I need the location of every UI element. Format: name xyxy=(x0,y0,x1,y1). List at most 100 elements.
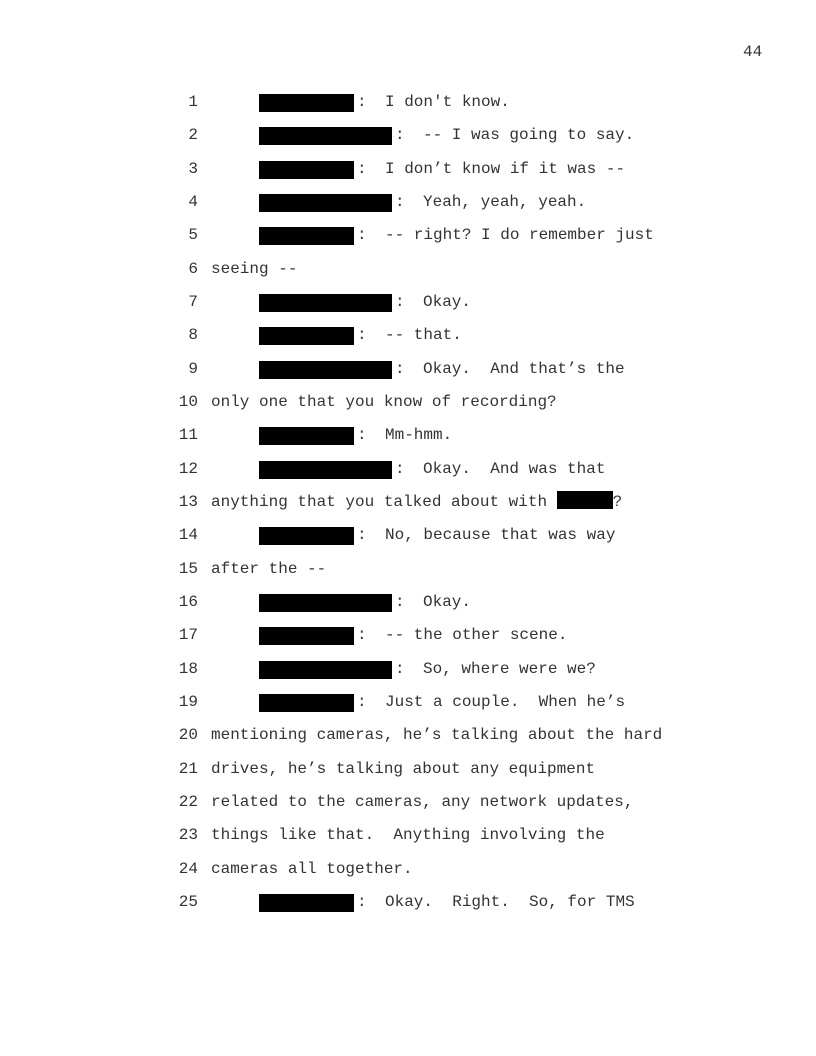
speech-text: Okay. And that’s the xyxy=(423,359,625,378)
line-number: 2 xyxy=(188,126,198,145)
speech-text: after the -- xyxy=(211,553,326,586)
line-number: 3 xyxy=(188,159,198,178)
line-number: 9 xyxy=(188,359,198,378)
speaker-colon: : xyxy=(357,326,367,345)
transcript-line: 6 seeing -- xyxy=(0,253,816,286)
line-number: 24 xyxy=(178,859,198,878)
transcript-line: 19: Just a couple. When he’s xyxy=(0,686,816,719)
line-number: 21 xyxy=(178,759,198,778)
speech-text-content: mentioning cameras, he’s talking about t… xyxy=(211,726,663,745)
redacted-speaker-name xyxy=(259,94,354,112)
speech-text: anything that you talked about with ? xyxy=(211,486,622,519)
speaker-colon: : xyxy=(395,126,405,145)
speaker-colon: : xyxy=(357,526,367,545)
transcript-line: 25: Okay. Right. So, for TMS xyxy=(0,886,816,919)
transcript-line: 24 cameras all together. xyxy=(0,853,816,886)
transcript-line: 9: Okay. And that’s the xyxy=(0,353,816,386)
speech-text-content: drives, he’s talking about any equipment xyxy=(211,759,596,778)
line-number: 12 xyxy=(178,459,198,478)
line-number: 4 xyxy=(188,192,198,211)
redacted-speaker-name xyxy=(259,127,392,146)
speaker-colon: : xyxy=(357,692,367,711)
speech-text: Okay. xyxy=(423,292,472,311)
transcript-line: 13 anything that you talked about with ? xyxy=(0,486,816,519)
line-number: 22 xyxy=(178,792,198,811)
speech-text: things like that. Anything involving the xyxy=(211,819,605,852)
speech-text: Okay. Right. So, for TMS xyxy=(385,892,635,911)
line-number: 25 xyxy=(178,892,198,911)
speech-text: only one that you know of recording? xyxy=(211,386,557,419)
inline-redaction xyxy=(556,490,613,509)
transcript-line: 17:-- the other scene. xyxy=(0,619,816,652)
line-number: 1 xyxy=(188,93,198,111)
transcript-line: 2: -- I was going to say. xyxy=(0,119,816,152)
speaker-colon: : xyxy=(357,159,367,178)
redacted-speaker-name xyxy=(259,693,354,712)
speech-text: -- the other scene. xyxy=(385,626,568,645)
redacted-speaker-name xyxy=(259,593,392,612)
transcript-line: 16:Okay. xyxy=(0,586,816,619)
speaker-colon: : xyxy=(357,892,367,911)
line-number: 16 xyxy=(178,592,198,611)
speech-text: -- I was going to say. xyxy=(423,126,635,145)
speech-text: I don't know. xyxy=(385,93,510,111)
redacted-speaker-name xyxy=(259,227,354,246)
speech-text: Yeah, yeah, yeah. xyxy=(423,192,587,211)
line-number: 14 xyxy=(178,526,198,545)
speech-text: cameras all together. xyxy=(211,853,413,886)
transcript-line: 12:Okay. And was that xyxy=(0,453,816,486)
speech-text: No, because that was way xyxy=(385,526,616,545)
line-number: 15 xyxy=(178,559,198,578)
speech-text: So, where were we? xyxy=(423,659,596,678)
line-number: 18 xyxy=(178,659,198,678)
line-number: 8 xyxy=(188,326,198,345)
line-number: 7 xyxy=(188,292,198,311)
transcript-line: 1: I don't know. xyxy=(0,86,816,119)
line-number: 17 xyxy=(178,626,198,645)
speaker-colon: : xyxy=(357,226,367,245)
speech-text-content: only one that you know of recording? xyxy=(211,392,557,411)
speaker-colon: : xyxy=(395,359,405,378)
transcript-line: 21 drives, he’s talking about any equipme… xyxy=(0,753,816,786)
trailing-punctuation: ? xyxy=(612,492,623,511)
speech-text: mentioning cameras, he’s talking about t… xyxy=(211,719,662,752)
transcript-line: 7: Okay. xyxy=(0,286,816,319)
redacted-speaker-name xyxy=(259,893,354,912)
speaker-colon: : xyxy=(357,426,367,445)
line-number: 6 xyxy=(188,259,198,278)
speaker-colon: : xyxy=(395,292,405,311)
transcript-line: 22 related to the cameras, any network up… xyxy=(0,786,816,819)
speech-text-content: related to the cameras, any network upda… xyxy=(211,792,634,811)
line-number: 20 xyxy=(178,726,198,745)
redacted-speaker-name xyxy=(259,460,392,479)
speech-text: Just a couple. When he’s xyxy=(385,692,626,711)
redacted-speaker-name xyxy=(259,193,392,212)
speech-text: seeing -- xyxy=(211,253,297,286)
redacted-speaker-name xyxy=(259,427,354,446)
speech-text: I don’t know if it was -- xyxy=(385,159,626,178)
line-number: 13 xyxy=(178,492,198,511)
transcript-line: 15 after the -- xyxy=(0,553,816,586)
speech-text: -- right? I do remember just xyxy=(385,226,654,245)
speech-text-content: anything that you talked about with xyxy=(211,492,557,511)
speech-text: Okay. xyxy=(423,592,472,611)
line-number: 5 xyxy=(188,226,198,245)
speech-text-content: things like that. Anything involving the xyxy=(211,826,605,845)
line-number: 11 xyxy=(178,426,198,445)
transcript-line: 18: So, where were we? xyxy=(0,653,816,686)
transcript-line: 5: -- right? I do remember just xyxy=(0,219,816,252)
transcript-lines: 1: I don't know. 2: -- I was going to say. 3… xyxy=(0,86,816,919)
line-number: 19 xyxy=(178,692,198,711)
speaker-colon: : xyxy=(395,659,405,678)
transcript-line: 3: I don’t know if it was -- xyxy=(0,153,816,186)
speaker-colon: : xyxy=(395,459,405,478)
transcript-line: 8:-- that. xyxy=(0,319,816,352)
redacted-speaker-name xyxy=(259,527,354,546)
transcript-line: 20 mentioning cameras, he’s talking about… xyxy=(0,719,816,752)
redacted-speaker-name xyxy=(259,627,354,646)
redacted-speaker-name xyxy=(259,360,392,379)
redacted-speaker-name xyxy=(259,660,392,679)
speaker-colon: : xyxy=(357,93,367,111)
